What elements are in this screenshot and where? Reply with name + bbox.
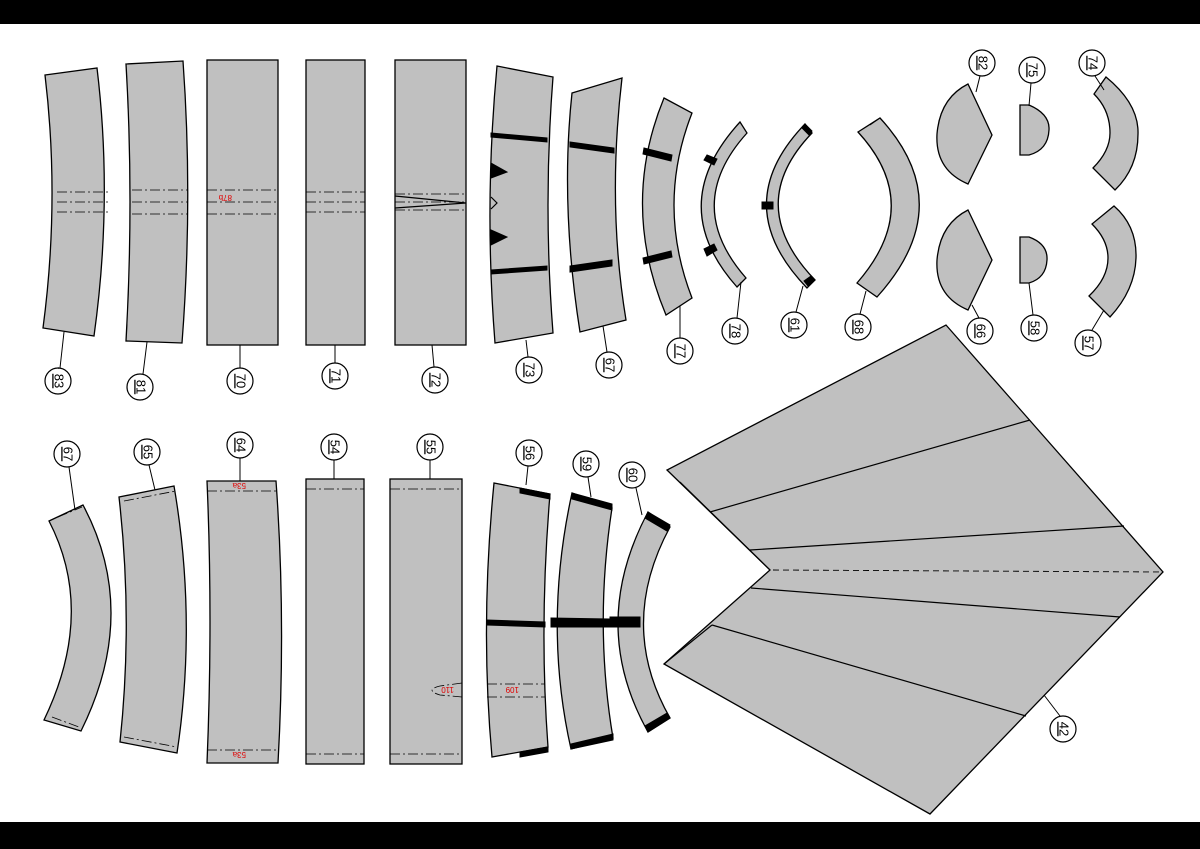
svg-text:68: 68 [852,320,867,334]
svg-text:67: 67 [61,447,76,461]
svg-text:56: 56 [523,446,538,460]
label-68: 68 [844,290,872,341]
label-72: 72 [421,344,449,394]
label-59: 59 [572,450,600,498]
red-mark-110: 110 [441,685,454,694]
label-58: 58 [1020,282,1048,342]
svg-text:71: 71 [329,369,344,383]
label-42: 42 [1043,694,1077,743]
label-56: 56 [515,439,543,486]
label-78: 78 [721,281,749,345]
svg-text:66: 66 [974,324,989,338]
part-83 [42,67,108,337]
label-66: 66 [966,304,994,345]
part-71 [305,59,366,346]
label-55: 55 [416,433,444,479]
red-mark-109: 109 [505,685,519,694]
part-65 [118,485,187,754]
label-74: 74 [1078,49,1106,91]
part-68 [856,117,920,298]
svg-text:75: 75 [1026,63,1041,77]
part-81 [125,60,189,344]
label-64: 64 [226,431,254,481]
part-73 [489,65,554,344]
part-54 [305,478,365,765]
label-71: 71 [321,345,349,390]
part-57 [1088,205,1137,318]
part-56: 109 [485,482,551,758]
part-59 [550,492,614,750]
svg-text:72: 72 [429,373,444,387]
svg-text:54: 54 [328,440,343,454]
part-77 [641,97,693,316]
part-78 [700,120,748,288]
label-73: 73 [515,339,543,384]
part-67-bottom [43,504,112,732]
part-66 [936,209,993,311]
label-81: 81 [126,341,154,401]
svg-text:55: 55 [424,440,439,454]
svg-text:81: 81 [134,380,149,394]
label-61: 61 [780,285,808,339]
svg-text:67: 67 [603,358,618,372]
svg-text:65: 65 [141,445,156,459]
svg-text:74: 74 [1086,56,1101,70]
part-60 [609,511,671,733]
svg-text:73: 73 [523,363,538,377]
part-75 [1019,104,1050,156]
part-58 [1019,236,1048,284]
label-75: 75 [1018,56,1046,107]
label-54: 54 [320,433,348,479]
svg-text:70: 70 [234,374,249,388]
svg-text:77: 77 [674,344,689,358]
part-61 [761,123,816,289]
svg-text:64: 64 [234,438,249,452]
label-60: 60 [618,461,646,516]
part-70: 87b [206,59,279,346]
part-82 [936,83,993,185]
part-67-top [566,77,627,333]
svg-text:61: 61 [788,318,803,332]
svg-text:58: 58 [1028,321,1043,335]
svg-text:57: 57 [1082,336,1097,350]
red-mark-53a-top: 53a [232,481,246,490]
part-55: 110 [389,478,463,765]
label-67-bottom: 67 [53,440,81,511]
red-mark-53a-bottom: 53a [232,750,246,759]
part-74 [1092,76,1139,191]
label-77: 77 [666,306,694,365]
part-42 [662,324,1164,815]
part-64: 53a 53a [206,480,283,764]
label-67-top: 67 [595,325,623,379]
svg-text:↑: ↑ [53,366,62,370]
svg-text:82: 82 [976,56,991,70]
svg-text:83: 83 [52,374,67,388]
part-72 [394,59,467,346]
svg-text:59: 59 [580,457,595,471]
label-82: 82 [968,49,996,93]
svg-text:60: 60 [626,468,641,482]
label-83: ↑ 83 [44,331,72,395]
label-70: 70 [226,345,254,395]
red-mark-87b: 87b [218,193,232,202]
svg-text:42: 42 [1057,722,1072,736]
labels: ↑ 83 81 70 71 72 73 [44,49,1106,743]
label-57: 57 [1074,309,1105,357]
svg-text:78: 78 [729,324,744,338]
label-65: 65 [133,438,161,491]
